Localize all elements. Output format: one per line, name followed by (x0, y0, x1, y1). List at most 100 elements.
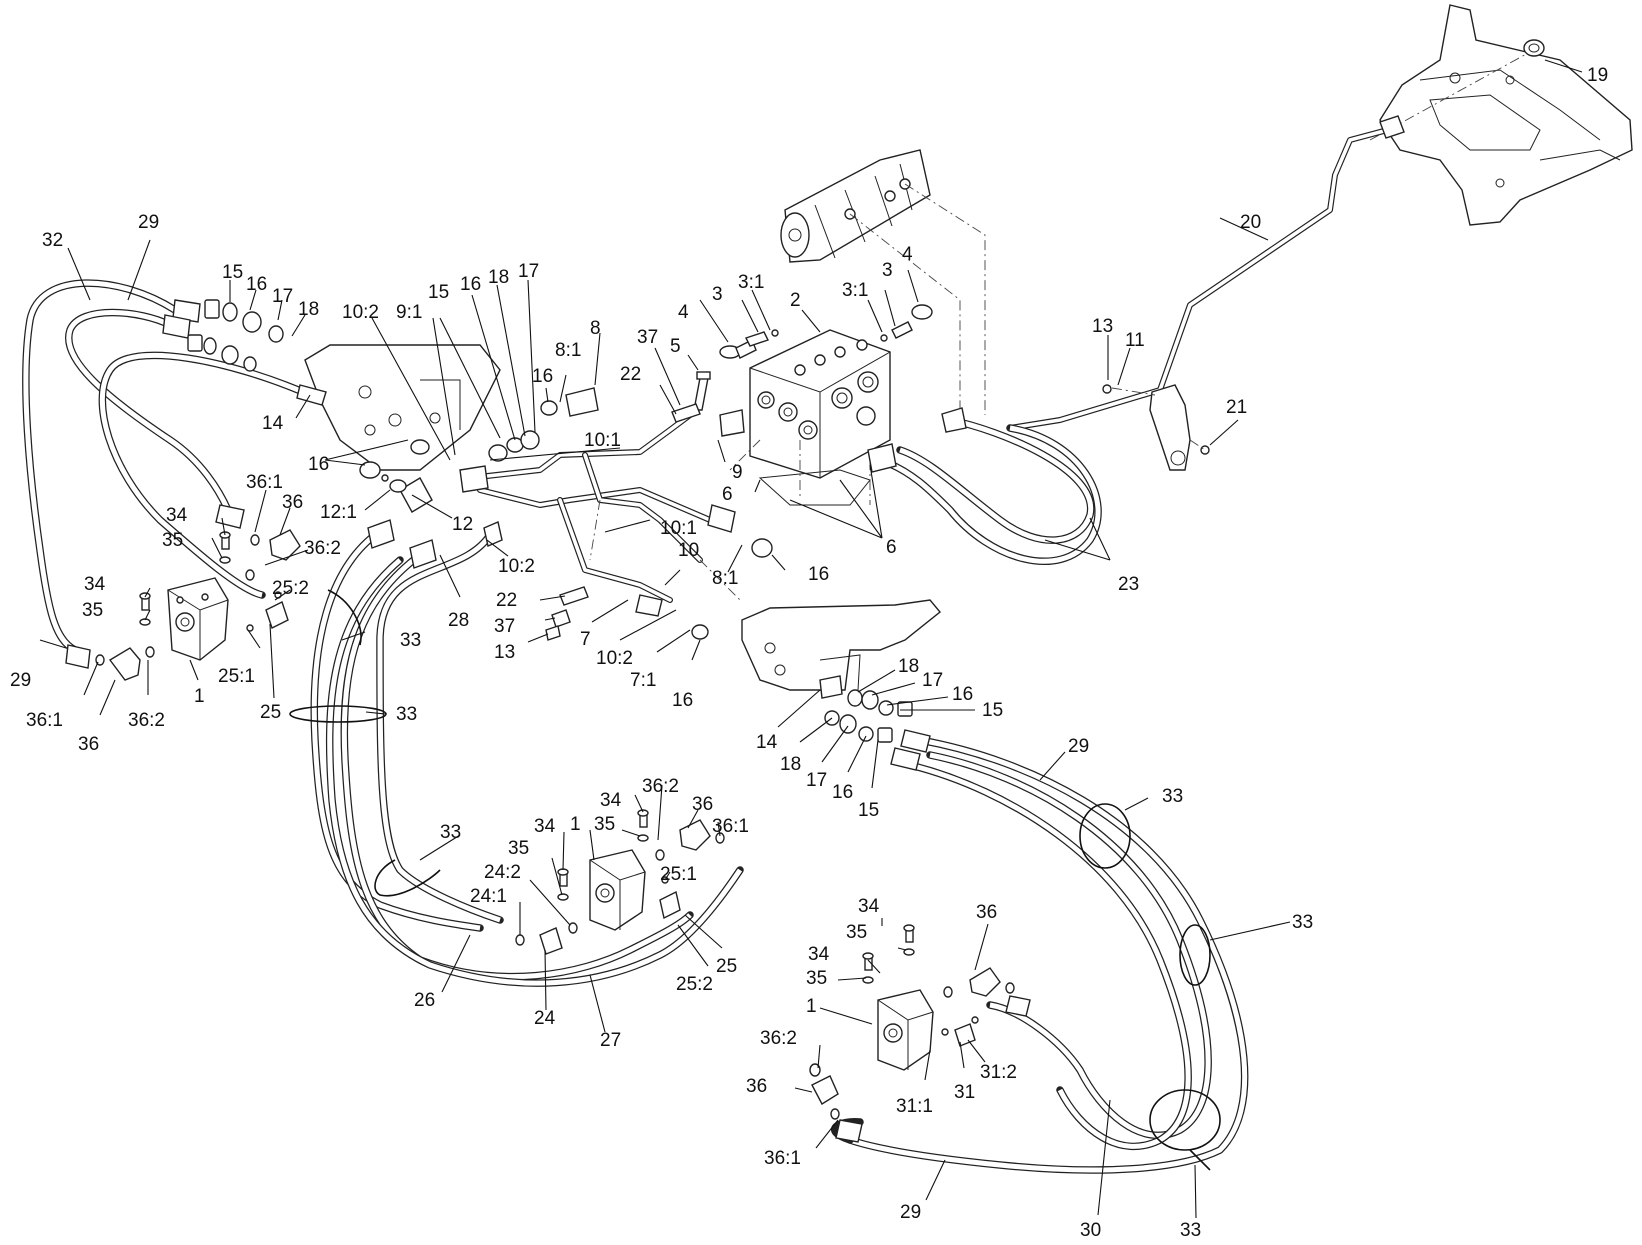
callout-27: 27 (600, 1030, 621, 1051)
callout-28: 28 (448, 610, 469, 631)
callout-36-1: 36:1 (764, 1148, 801, 1169)
callout-24: 24 (534, 1008, 556, 1029)
callout-34: 34 (166, 505, 188, 526)
callout-15: 15 (222, 262, 243, 283)
callout-12: 12 (452, 514, 473, 535)
callout-17: 17 (518, 261, 539, 282)
callout-26: 26 (414, 990, 435, 1011)
callout-10-2: 10:2 (342, 302, 379, 323)
callout-36: 36 (692, 794, 713, 815)
callout-33: 33 (440, 822, 461, 843)
callout-29: 29 (1068, 736, 1089, 757)
callout-13: 13 (494, 642, 515, 663)
clamp-22-top (671, 403, 701, 423)
callout-7-1: 7:1 (630, 670, 656, 691)
callout-25-1: 25:1 (660, 864, 697, 885)
callout-33: 33 (1292, 912, 1313, 933)
callout-1: 1 (570, 814, 581, 835)
callout-17: 17 (806, 770, 827, 791)
callout-22: 22 (496, 590, 517, 611)
fitting-4-right (911, 304, 933, 320)
leader-lines (39, 59, 1583, 1219)
washers-16-left (359, 400, 773, 640)
callout-30: 30 (1080, 1220, 1101, 1241)
callout-18: 18 (898, 656, 919, 677)
callout-29: 29 (900, 1202, 921, 1223)
frame-bracket (1369, 4, 1633, 226)
hose-29-bottom (831, 1118, 864, 1144)
callout-35: 35 (82, 600, 103, 621)
callout-35: 35 (162, 530, 183, 551)
callout-35: 35 (594, 814, 615, 835)
hose-27 (325, 519, 744, 987)
nut-19 (1523, 39, 1545, 57)
motor-1-right (877, 989, 934, 1071)
callout-12-1: 12:1 (320, 502, 357, 523)
callout-36-1: 36:1 (712, 816, 749, 837)
elbow-36-left-top (245, 529, 301, 581)
bolts-34-35-center (557, 809, 649, 901)
callout-36-1: 36:1 (246, 472, 283, 493)
callout-10: 10 (678, 540, 699, 561)
callout-9-1: 9:1 (396, 302, 422, 323)
callout-36: 36 (976, 902, 997, 923)
callout-16: 16 (460, 274, 481, 295)
callout-34: 34 (600, 790, 622, 811)
callout-10-2: 10:2 (498, 556, 535, 577)
callout-24-1: 24:1 (470, 886, 507, 907)
callout-15: 15 (982, 700, 1003, 721)
callout-16: 16 (952, 684, 973, 705)
callout-25-2: 25:2 (272, 578, 309, 599)
callout-4: 4 (678, 302, 689, 323)
clamp-22-bottom (545, 586, 589, 641)
callout-29: 29 (10, 670, 31, 691)
callout-18: 18 (780, 754, 801, 775)
motor-1-left (167, 577, 229, 661)
callout-36-2: 36:2 (760, 1028, 797, 1049)
callout-32: 32 (42, 230, 63, 251)
callout-21: 21 (1226, 397, 1247, 418)
callout-8-1: 8:1 (555, 340, 581, 361)
hose-26 (310, 531, 484, 932)
steel-tube-20 (1007, 115, 1405, 431)
callout-7: 7 (580, 629, 591, 650)
callout-33: 33 (1162, 786, 1183, 807)
callout-6: 6 (886, 537, 897, 558)
callout-35: 35 (846, 922, 867, 943)
right-mount-plate (741, 599, 941, 691)
callout-24-2: 24:2 (484, 862, 521, 883)
callout-14: 14 (756, 732, 778, 753)
tube-bracket-11 (1102, 384, 1210, 471)
fittings-right-plate (819, 675, 913, 743)
callout-23: 23 (1118, 574, 1139, 595)
fitting-3-left (745, 329, 779, 347)
callout-16: 16 (672, 690, 693, 711)
callout-labels: 19 20 29 32 15 16 17 18 10:2 9:1 15 16 1… (10, 65, 1608, 1241)
callout-8-1: 8:1 (712, 568, 738, 589)
callout-33: 33 (396, 704, 417, 725)
elbow-36-left-bottom (65, 644, 155, 681)
callout-17: 17 (922, 670, 943, 691)
callout-16: 16 (832, 782, 853, 803)
center-tubes (459, 387, 745, 617)
callout-3: 3 (712, 284, 723, 305)
callout-4: 4 (902, 244, 913, 265)
callout-11: 11 (1125, 330, 1145, 351)
callout-9: 9 (732, 462, 743, 483)
callout-1: 1 (806, 996, 817, 1017)
callout-36: 36 (78, 734, 99, 755)
callout-16: 16 (808, 564, 829, 585)
callout-19: 19 (1587, 65, 1608, 86)
valve-manifold (729, 329, 891, 506)
callout-33: 33 (1180, 1220, 1201, 1241)
callout-25-1: 25:1 (218, 666, 255, 687)
callout-8: 8 (590, 318, 601, 339)
adapter-12 (381, 474, 433, 513)
callout-3-1: 3:1 (842, 280, 868, 301)
callout-1: 1 (194, 686, 205, 707)
bolts-34-35-left (139, 531, 231, 626)
callout-5: 5 (670, 336, 681, 357)
callout-31-2: 31:2 (980, 1062, 1017, 1083)
callout-10-1: 10:1 (584, 430, 621, 451)
